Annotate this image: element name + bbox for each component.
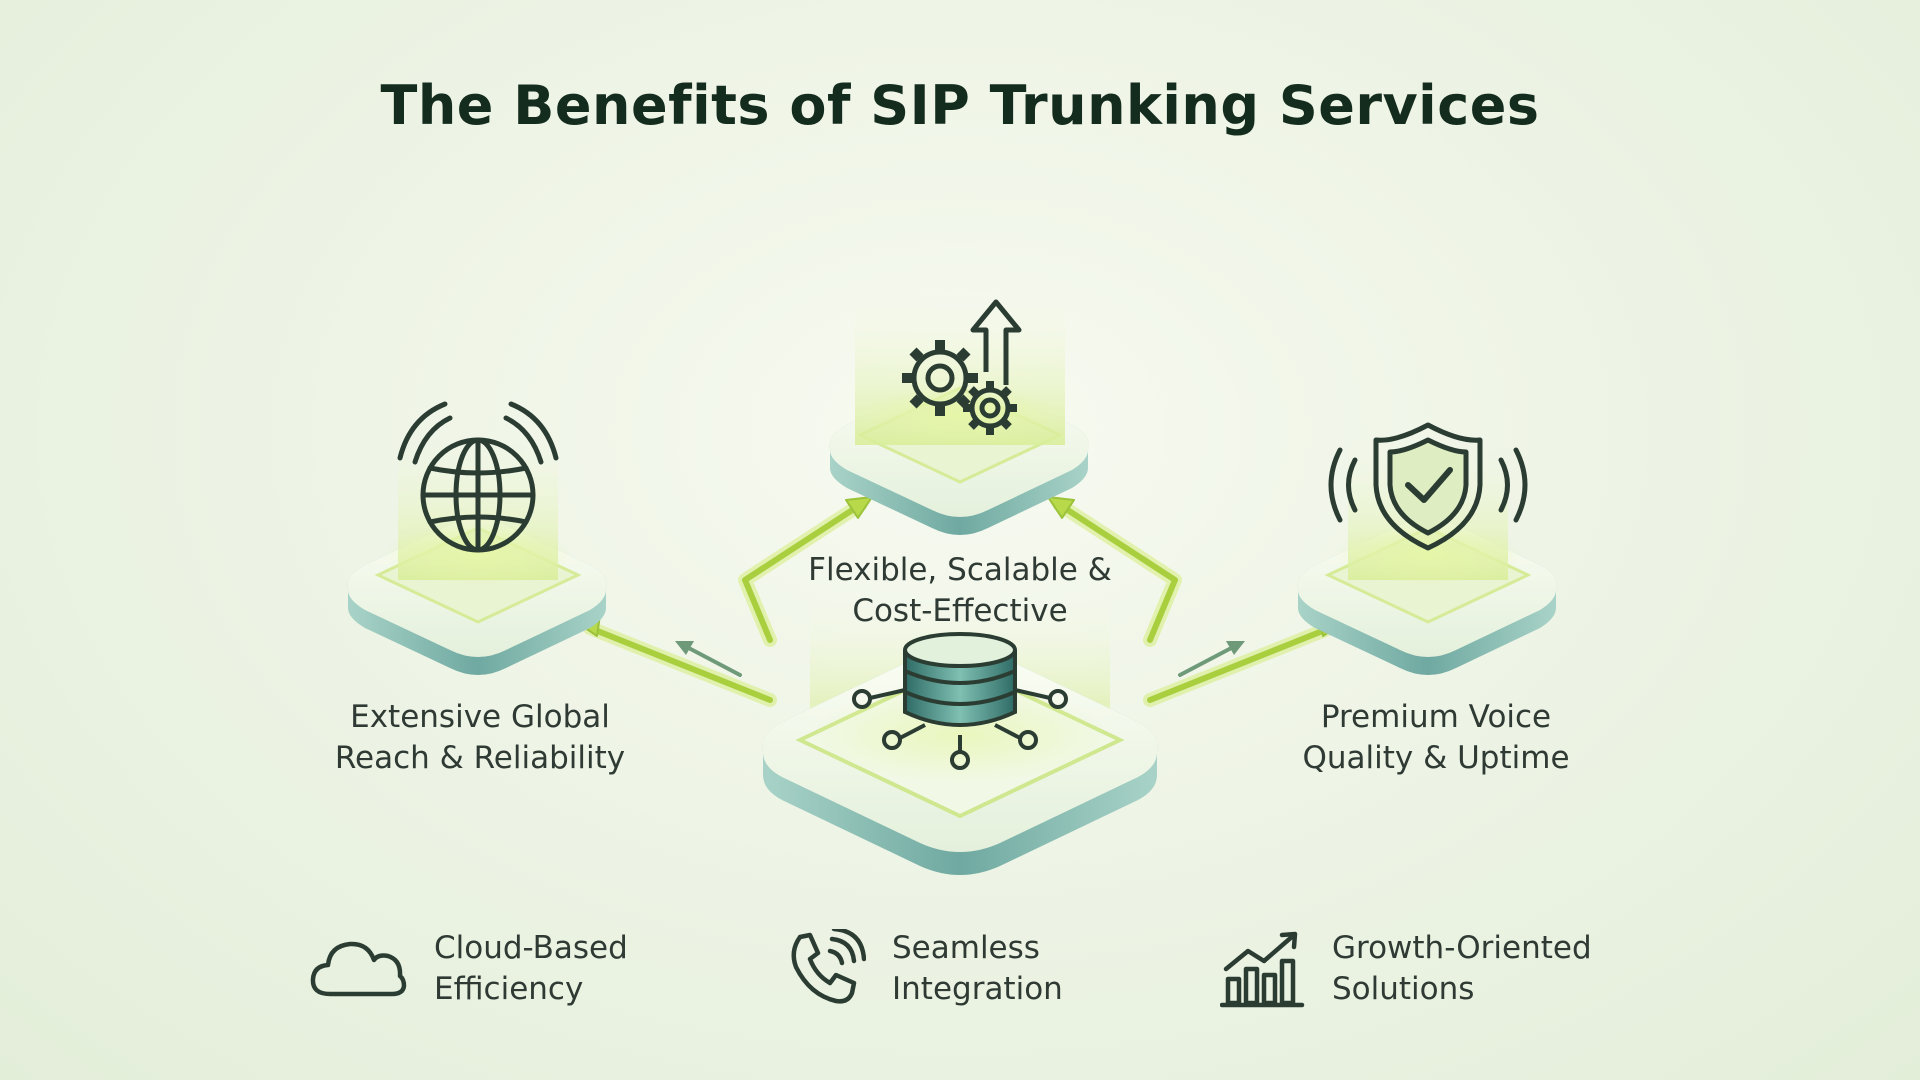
database-network-icon xyxy=(852,632,1068,770)
cloud-icon xyxy=(310,941,407,997)
arrow-to-left xyxy=(587,625,773,703)
top-platform xyxy=(829,295,1089,535)
phone-signal-icon xyxy=(791,929,866,1004)
arrow-to-top-left xyxy=(742,502,863,643)
page-title: The Benefits of SIP Trunking Services xyxy=(380,74,1540,137)
center-node-label: Flexible, Scalable & Cost-Effective xyxy=(808,552,1112,629)
connection-arrows xyxy=(577,496,1343,707)
globe-signal-icon xyxy=(397,401,559,553)
growth-chart-icon xyxy=(1220,931,1305,1008)
left-node-label: Extensive Global Reach & Reliability xyxy=(334,699,626,776)
right-node-label: Premium Voice Quality & Uptime xyxy=(1302,699,1570,776)
feature-growth-oriented-solutions: Growth-Oriented Solutions xyxy=(1220,928,1592,1010)
arrow-to-right xyxy=(1147,625,1333,703)
feature-cloud-based-efficiency: Cloud-Based Efficiency xyxy=(308,928,628,1010)
gears-arrow-up-icon xyxy=(902,299,1022,435)
shield-check-icon xyxy=(1328,422,1528,551)
feature-seamless-integration: Seamless Integration xyxy=(786,928,1063,1010)
arrow-to-top-right xyxy=(1057,502,1178,643)
